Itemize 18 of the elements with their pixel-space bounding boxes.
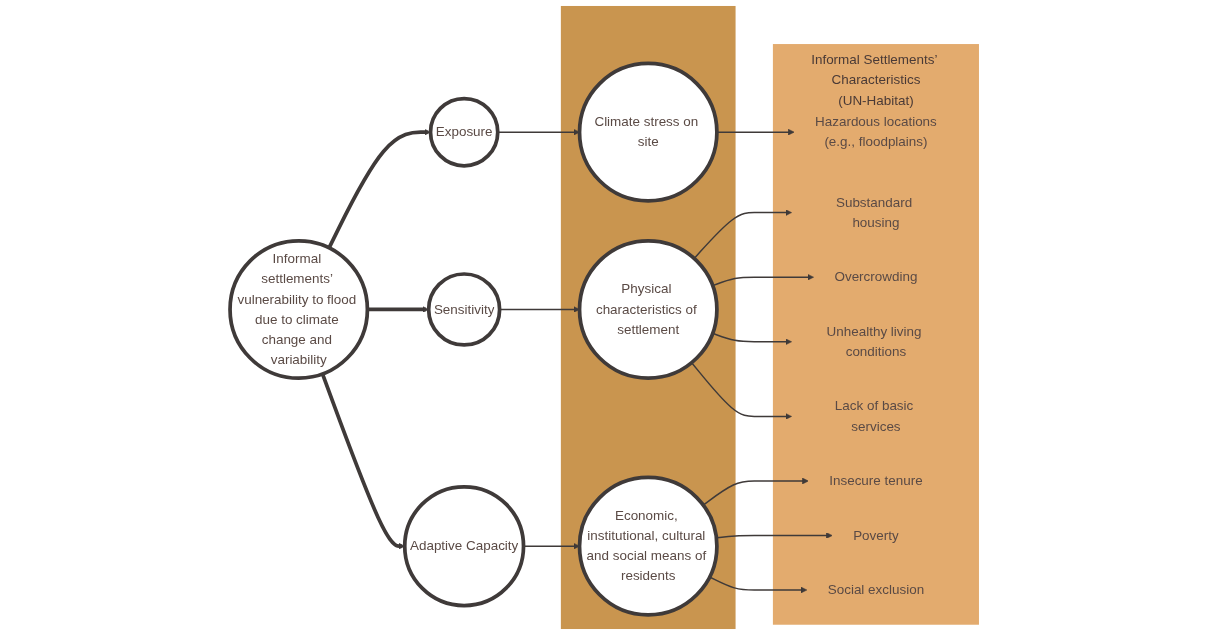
node-text: Substandard housing [835,194,913,230]
arrow [693,209,792,260]
node-text: Social exclusion [827,582,925,598]
node-text: Poverty [853,527,899,543]
cluster [560,5,736,630]
node-circle: Climate stress on site [577,61,719,203]
node-circle: Sensitivity [426,272,502,347]
node-circle: Physical characteristics of settlement [577,238,719,381]
node-circle: Economic, institutional, cultural and social means of residents [577,475,719,617]
arrow [690,361,792,420]
node-text: Overcrowding [834,269,918,285]
node-text: Hazardous locations (e.g., floodplains) [815,114,937,150]
node-circle: Informal settlements’ vulnerability to flood due to climate change and variability [228,238,370,381]
node-circle: Exposure [428,96,500,168]
node-text: Insecure tenure [829,473,923,489]
node-text: Unhealthy living conditions [826,323,922,359]
node-text: Lack of basic services [834,398,914,434]
node-circle: Adaptive Capacity [402,484,526,608]
